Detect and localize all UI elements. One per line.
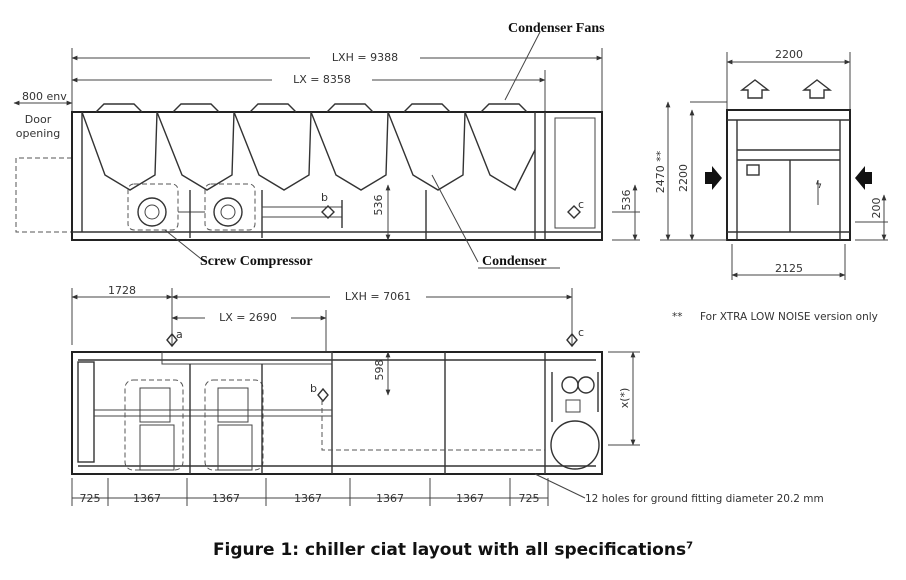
label-screw-compressor: Screw Compressor [200, 254, 313, 269]
condenser-fans [95, 103, 528, 113]
label-condenser-fans: Condenser Fans [508, 21, 605, 36]
dim-2125: 2125 [775, 262, 803, 275]
end-view: 2200 ϟ 2470 ** 2200 200 2125 [654, 48, 888, 280]
seg-725-a: 725 [80, 492, 101, 505]
dim-1728: 1728 [108, 284, 136, 297]
seg-1367-b: 1367 [212, 492, 240, 505]
seg-1367-a: 1367 [133, 492, 161, 505]
dim-lx-top: LX = 8358 [293, 73, 351, 86]
label-condenser: Condenser [482, 254, 547, 269]
marker-a: a [176, 328, 183, 341]
dim-800-env: 800 env [22, 90, 67, 103]
dim-200: 200 [870, 198, 883, 219]
dim-lxh-top: LXH = 9388 [332, 51, 398, 64]
svg-text:ϟ: ϟ [815, 178, 822, 191]
note-xtra-low-noise: For XTRA LOW NOISE version only [700, 311, 878, 323]
screw-compressors [127, 183, 263, 238]
condenser-coils [81, 111, 536, 191]
dim-2200-width: 2200 [775, 48, 803, 61]
marker-c-bottom: c [578, 326, 584, 339]
seg-1367-c: 1367 [294, 492, 322, 505]
side-view: LXH = 9388 LX = 8358 800 env Door openin… [13, 21, 640, 269]
door-opening-line1: Door [25, 113, 52, 126]
seg-1367-e: 1367 [456, 492, 484, 505]
marker-b-bottom: b [310, 382, 317, 395]
dim-x-star: x(*) [618, 388, 631, 409]
dim-536-a: 536 [372, 195, 385, 216]
dim-598: 598 [373, 360, 386, 381]
dim-536-b: 536 [620, 190, 633, 211]
note-ground-holes: 12 holes for ground fitting diameter 20.… [585, 493, 824, 505]
dim-lx-bottom: LX = 2690 [219, 311, 277, 324]
chiller-layout-drawing: LXH = 9388 LX = 8358 800 env Door openin… [13, 21, 888, 506]
seg-725-b: 725 [519, 492, 540, 505]
marker-b-top: b [321, 191, 328, 204]
note-marker: ** [672, 311, 683, 323]
bottom-segment-ticks [71, 478, 549, 506]
figure-caption: Figure 1: chiller ciat layout with all s… [0, 540, 906, 560]
dim-lxh-bottom: LXH = 7061 [345, 290, 411, 303]
door-opening-line2: opening [16, 127, 60, 140]
marker-c-top: c [578, 198, 584, 211]
seg-1367-d: 1367 [376, 492, 404, 505]
caption-text: Figure 1: chiller ciat layout with all s… [212, 540, 687, 560]
dim-2200-height: 2200 [677, 164, 690, 192]
plan-view: 1728 LXH = 7061 LX = 2690 a c [71, 284, 824, 506]
dim-2470: 2470 ** [654, 150, 667, 193]
caption-footnote: 7 [686, 540, 694, 552]
